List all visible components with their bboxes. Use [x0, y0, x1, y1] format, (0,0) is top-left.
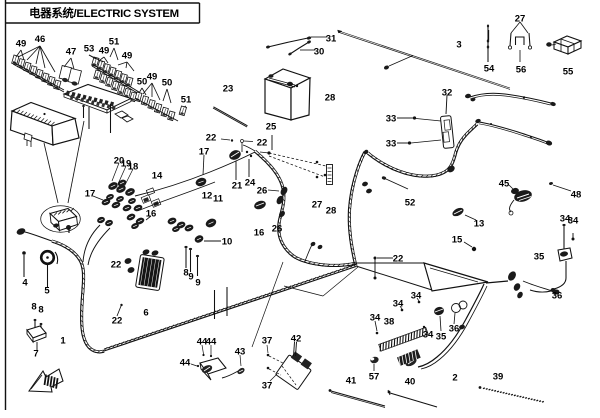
- svg-text:2: 2: [452, 372, 457, 383]
- svg-text:13: 13: [474, 218, 485, 229]
- svg-text:53: 53: [84, 43, 95, 54]
- svg-text:5: 5: [44, 285, 50, 296]
- svg-text:32: 32: [442, 87, 453, 98]
- svg-text:52: 52: [405, 197, 416, 208]
- svg-text:26: 26: [272, 223, 283, 234]
- svg-text:27: 27: [515, 13, 526, 24]
- svg-text:34: 34: [560, 213, 571, 224]
- svg-text:31: 31: [326, 33, 337, 44]
- svg-text:10: 10: [222, 236, 233, 247]
- svg-text:24: 24: [245, 177, 256, 188]
- svg-text:50: 50: [162, 77, 173, 88]
- svg-text:44: 44: [180, 357, 191, 368]
- svg-text:23: 23: [223, 83, 234, 94]
- svg-text:28: 28: [326, 205, 337, 216]
- svg-text:34: 34: [370, 312, 381, 323]
- svg-text:22: 22: [257, 137, 268, 148]
- svg-text:37: 37: [262, 380, 273, 391]
- svg-text:8: 8: [38, 304, 43, 315]
- svg-text:55: 55: [563, 66, 574, 77]
- svg-text:26: 26: [257, 185, 268, 196]
- svg-text:25: 25: [266, 121, 277, 132]
- svg-text:11: 11: [213, 193, 224, 204]
- svg-text:48: 48: [571, 189, 582, 200]
- svg-text:41: 41: [346, 375, 357, 386]
- svg-text:20: 20: [114, 155, 125, 166]
- svg-text:57: 57: [369, 371, 380, 382]
- svg-text:17: 17: [199, 146, 210, 157]
- svg-text:8: 8: [183, 267, 188, 278]
- svg-text:44: 44: [197, 336, 208, 347]
- svg-text:49: 49: [122, 50, 133, 61]
- svg-text:50: 50: [137, 76, 148, 87]
- svg-text:12: 12: [202, 190, 213, 201]
- svg-text:14: 14: [152, 170, 163, 181]
- svg-text:33: 33: [386, 138, 397, 149]
- svg-text:7: 7: [33, 348, 38, 359]
- svg-text:40: 40: [405, 376, 416, 387]
- svg-text:49: 49: [99, 45, 110, 56]
- svg-text:15: 15: [452, 234, 463, 245]
- svg-text:28: 28: [325, 92, 336, 103]
- svg-text:42: 42: [291, 333, 302, 344]
- svg-text:49: 49: [147, 71, 158, 82]
- svg-text:36: 36: [552, 290, 563, 301]
- svg-text:34: 34: [568, 215, 579, 226]
- svg-text:35: 35: [436, 331, 447, 342]
- svg-text:9: 9: [188, 271, 193, 282]
- svg-text:47: 47: [66, 46, 77, 57]
- svg-text:4: 4: [22, 277, 28, 288]
- svg-text:1: 1: [60, 335, 66, 346]
- svg-text:22: 22: [112, 315, 123, 326]
- svg-text:9: 9: [195, 277, 200, 288]
- svg-text:43: 43: [235, 346, 246, 357]
- svg-text:36: 36: [449, 323, 460, 334]
- svg-text:33: 33: [386, 113, 397, 124]
- svg-text:38: 38: [384, 316, 395, 327]
- svg-text:6: 6: [143, 307, 148, 318]
- svg-text:8: 8: [31, 301, 36, 312]
- svg-text:17: 17: [85, 188, 96, 199]
- svg-text:37: 37: [262, 335, 273, 346]
- svg-text:34: 34: [393, 298, 404, 309]
- svg-text:51: 51: [181, 94, 192, 105]
- svg-text:44: 44: [206, 336, 217, 347]
- svg-text:45: 45: [499, 178, 510, 189]
- svg-text:35: 35: [534, 251, 545, 262]
- svg-text:22: 22: [206, 132, 217, 143]
- svg-text:49: 49: [16, 38, 27, 49]
- svg-text:30: 30: [314, 46, 325, 57]
- svg-text:21: 21: [232, 180, 243, 191]
- svg-text:51: 51: [109, 36, 120, 47]
- svg-text:18: 18: [128, 161, 139, 172]
- svg-text:56: 56: [516, 64, 527, 75]
- svg-text:46: 46: [35, 34, 46, 45]
- svg-text:54: 54: [484, 63, 495, 74]
- svg-text:34: 34: [423, 329, 434, 340]
- svg-text:19: 19: [121, 158, 132, 169]
- svg-text:电器系统/ELECTRIC SYSTEM: 电器系统/ELECTRIC SYSTEM: [29, 6, 179, 20]
- svg-text:27: 27: [312, 199, 323, 210]
- svg-text:39: 39: [493, 371, 504, 382]
- svg-text:16: 16: [254, 227, 265, 238]
- svg-text:3: 3: [456, 39, 461, 50]
- svg-text:22: 22: [393, 253, 404, 264]
- svg-text:22: 22: [111, 259, 122, 270]
- svg-text:34: 34: [411, 290, 422, 301]
- svg-text:16: 16: [146, 208, 157, 219]
